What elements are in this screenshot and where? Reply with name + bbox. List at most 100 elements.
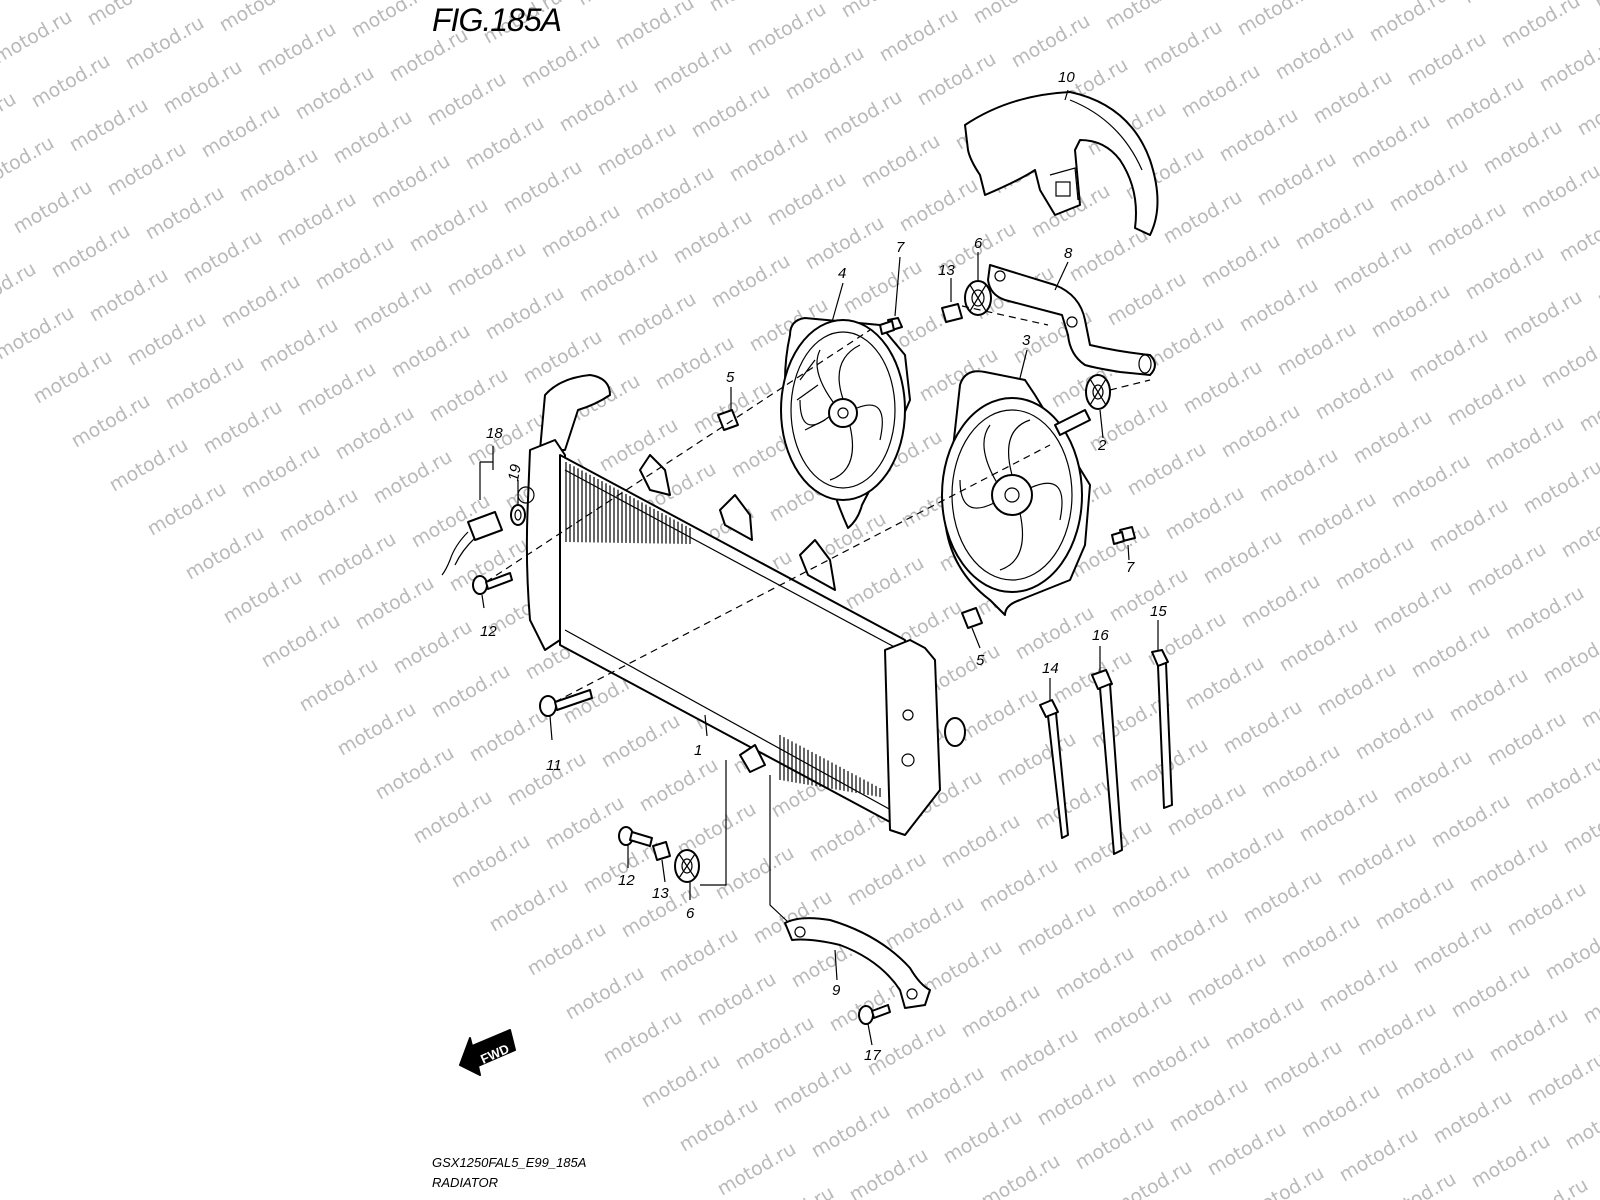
watermark-text: motod.ru [182,522,268,585]
callout-11: 11 [546,757,562,774]
part-o-ring[interactable] [510,504,526,526]
part-fan-right[interactable] [941,370,1091,616]
watermark-text: motod.ru [1218,400,1304,463]
watermark-text: motod.ru [1406,324,1492,387]
part-bracket-upper[interactable] [987,264,1156,376]
watermark-text: motod.ru [1160,186,1246,249]
watermark-text: motod.ru [996,1024,1082,1087]
part-bracket-lower[interactable] [784,917,931,1009]
watermark-text: motod.ru [632,162,718,225]
watermark-text: motod.ru [296,654,382,717]
part-bolt-long[interactable] [539,689,593,717]
watermark-text: motod.ru [500,156,586,219]
watermark-text: motod.ru [1258,740,1344,803]
part-bolt-fan-left[interactable] [879,317,903,335]
watermark-text: motod.ru [482,282,568,345]
watermark-text: motod.ru [840,256,926,319]
watermark-text: motod.ru [388,320,474,383]
watermark-text: motod.ru [670,206,756,269]
watermark-text: motod.ru [1468,1130,1554,1193]
watermark-text: motod.ru [410,786,496,849]
watermark-text: motod.ru [142,182,228,245]
watermark-text: motod.ru [1276,614,1362,677]
watermark-text: motod.ru [1334,828,1420,891]
part-cushion-a[interactable] [964,280,992,316]
watermark-text: motod.ru [1242,1162,1328,1200]
watermark-text: motod.ru [0,6,76,69]
watermark-text: motod.ru [1386,154,1472,217]
watermark-text: motod.ru [1316,954,1402,1017]
watermark-text: motod.ru [1222,992,1308,1055]
part-nut-left[interactable] [717,409,739,431]
callout-17: 17 [864,1047,881,1064]
watermark-text: motod.ru [636,754,722,817]
part-fan-switch[interactable] [441,511,503,576]
callout-9: 9 [832,982,841,999]
watermark-text: motod.ru [1484,708,1570,771]
part-bolt-a[interactable] [472,572,513,595]
watermark-text: motod.ru [0,302,78,365]
watermark-text: motod.ru [846,1144,932,1200]
part-fan-left[interactable] [780,317,911,529]
callout-2: 2 [1097,437,1107,454]
part-bolt-b[interactable] [618,826,653,847]
watermark-text: motod.ru [256,314,342,377]
watermark-text: motod.ru [424,68,510,131]
watermark-text: motod.ru [706,0,792,16]
radiator-fins-top [565,462,691,544]
callout-12b: 12 [618,872,635,889]
watermark-text: motod.ru [612,0,698,54]
callout-10: 10 [1058,69,1075,86]
watermark-text: motod.ru [294,358,380,421]
watermark-text: motod.ru [124,308,210,371]
watermark-text: motod.ru [940,1106,1026,1169]
watermark-text: motod.ru [1166,1074,1252,1137]
watermark-text: motod.ru [1328,0,1414,2]
callout-7b: 7 [1126,559,1135,576]
watermark-text: motod.ru [1220,696,1306,759]
watermark-text: motod.ru [104,138,190,201]
watermark-text: motod.ru [1562,1092,1600,1155]
watermark-text: motod.ru [1374,1168,1460,1200]
watermark-text: motod.ru [236,144,322,207]
watermark-text: motod.ru [1408,620,1494,683]
watermark-text: motod.ru [1596,544,1600,607]
part-cover[interactable] [964,91,1159,236]
watermark-text: motod.ru [1296,784,1382,847]
callout-3: 3 [1022,332,1031,349]
part-cushion-b[interactable] [674,849,700,883]
watermark-text: motod.ru [1354,998,1440,1061]
part-collar-a[interactable] [941,303,963,323]
watermark-text: motod.ru [1162,482,1248,545]
part-clamp-c[interactable] [1091,669,1123,855]
part-cushion-upper[interactable] [1085,374,1111,410]
watermark-text: motod.ru [370,446,456,509]
watermark-text: motod.ru [1216,104,1302,167]
watermark-text: motod.ru [1128,1030,1214,1093]
part-nut-right[interactable] [961,607,983,629]
watermark-text: motod.ru [0,258,40,321]
watermark-text: motod.ru [86,264,172,327]
watermark-text: motod.ru [1110,1156,1196,1200]
watermark-text: motod.ru [330,106,416,169]
part-bolt-fan-right[interactable] [1111,526,1136,545]
part-bolt-bracket[interactable] [858,1004,891,1025]
watermark-text: motod.ru [958,980,1044,1043]
part-collar-b[interactable] [652,841,671,861]
watermark-text: motod.ru [538,200,624,263]
watermark-text: motod.ru [732,1012,818,1075]
part-clamp-b[interactable] [1151,649,1173,809]
watermark-text: motod.ru [274,188,360,251]
watermark-text: motod.ru [938,810,1024,873]
part-radiator[interactable] [517,374,966,836]
watermark-text: motod.ru [1482,412,1568,475]
part-clamp-a[interactable] [1039,699,1069,839]
watermark-text: motod.ru [770,1056,856,1119]
watermark-text: motod.ru [1236,274,1322,337]
callout-18: 18 [486,425,503,442]
watermark-text: motod.ru [122,12,208,75]
watermark-text: motod.ru [752,1182,838,1200]
assembly-lines [485,305,1151,703]
watermark-text: motod.ru [726,124,812,187]
watermark-text: motod.ru [1404,28,1490,91]
